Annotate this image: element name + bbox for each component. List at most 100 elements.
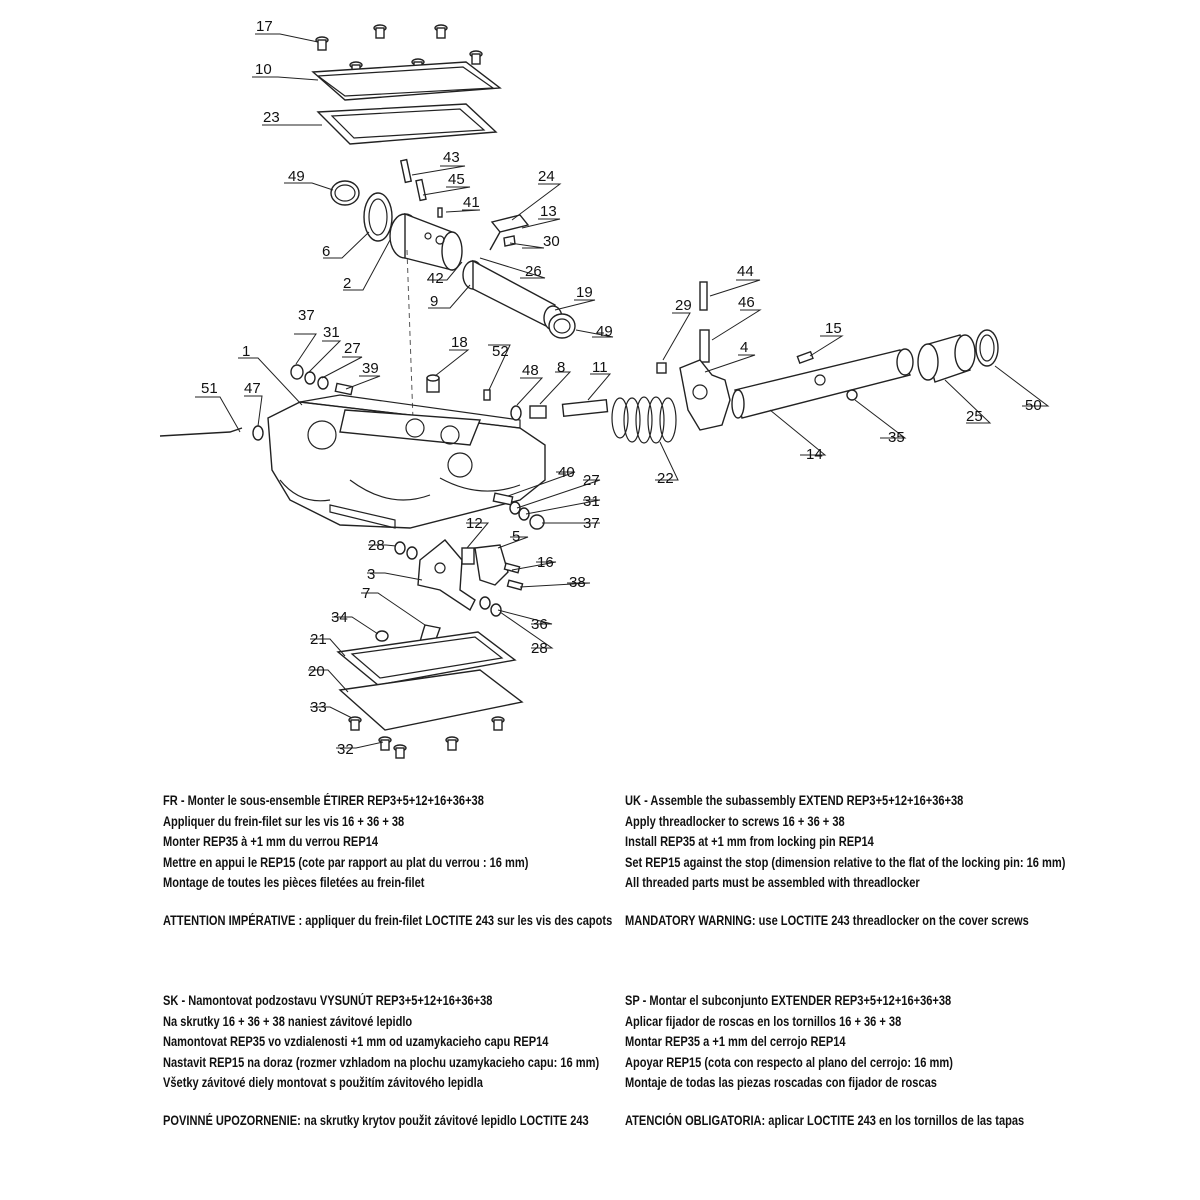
sk-warning: POVINNÉ UPOZORNENIE: na skrutky krytov p… <box>163 1113 589 1128</box>
callout-28: 28 <box>368 537 385 554</box>
callout-34: 34 <box>331 609 348 626</box>
callout-23: 23 <box>263 109 280 126</box>
callout-33: 33 <box>310 699 327 716</box>
bushing-25 <box>917 334 976 383</box>
uk-line-4: Set REP15 against the stop (dimension re… <box>625 854 1066 870</box>
callout-19: 19 <box>576 284 593 301</box>
pin-46 <box>699 329 710 363</box>
callout-13: 13 <box>540 203 557 220</box>
callout-50: 50 <box>1025 397 1042 414</box>
callout-27: 27 <box>344 340 361 357</box>
callout-5: 5 <box>512 528 520 545</box>
bolt-18 <box>426 374 440 393</box>
screw-35 <box>846 389 858 401</box>
pin-15 <box>796 350 814 365</box>
extend-subassembly <box>394 539 524 617</box>
callout-14: 14 <box>806 446 823 463</box>
callout-20: 20 <box>308 663 325 680</box>
callout-47: 47 <box>244 380 261 397</box>
sp-line-3: Montar REP35 a +1 mm del cerrojo REP14 <box>625 1034 846 1049</box>
bottom-gasket <box>336 631 517 686</box>
callout-26: 26 <box>525 263 542 280</box>
pins-43-45 <box>399 158 443 218</box>
callout-22: 22 <box>657 470 674 487</box>
callout-52: 52 <box>492 343 509 360</box>
uk-warning: MANDATORY WARNING: use LOCTITE 243 threa… <box>625 913 1029 928</box>
spring-8 <box>529 405 547 419</box>
callout-37b: 37 <box>583 515 600 532</box>
callout-37: 37 <box>298 307 315 324</box>
fr-line-4: Mettre en appui le REP15 (cote par rappo… <box>163 854 529 870</box>
fr-line-5: Montage de toutes les pièces filetées au… <box>163 875 425 890</box>
pin-52 <box>483 389 491 401</box>
callout-39: 39 <box>362 360 379 377</box>
uk-line-1: UK - Assemble the subassembly EXTEND REP… <box>625 793 964 808</box>
sk-line-4: Nastavit REP15 na doraz (rozmer vzhladom… <box>163 1054 600 1070</box>
rod-9 <box>462 259 576 339</box>
pin-44 <box>699 281 708 311</box>
callout-27b: 27 <box>583 472 600 489</box>
callout-numbers: 17 10 23 43 49 45 24 41 13 6 30 42 26 2 … <box>201 18 1042 758</box>
callout-17: 17 <box>256 18 273 35</box>
locking-pin-14 <box>731 348 914 419</box>
spring-ring-6 <box>363 192 393 242</box>
pin-11 <box>561 398 609 418</box>
washer-48 <box>510 405 522 421</box>
callout-32: 32 <box>337 741 354 758</box>
callout-10: 10 <box>255 61 272 78</box>
sp-line-2: Aplicar fijador de roscas en los tornill… <box>625 1013 902 1029</box>
callout-36: 36 <box>531 616 548 633</box>
main-body-frame <box>267 394 546 529</box>
callout-6: 6 <box>322 243 330 260</box>
callout-43: 43 <box>443 149 460 166</box>
callout-51: 51 <box>201 380 218 397</box>
sp-line-5: Montaje de todas las piezas roscadas con… <box>625 1075 937 1090</box>
sk-line-2: Na skrutky 16 + 36 + 38 naniest závitové… <box>163 1013 413 1029</box>
lever-24-13 <box>489 214 530 251</box>
callout-29: 29 <box>675 297 692 314</box>
callout-7: 7 <box>362 585 370 602</box>
seal-50 <box>975 329 999 367</box>
callout-49b: 49 <box>596 323 613 340</box>
callout-9: 9 <box>430 293 438 310</box>
sp-warning: ATENCIÓN OBLIGATORIA: aplicar LOCTITE 24… <box>625 1113 1025 1128</box>
callout-12: 12 <box>466 515 483 532</box>
callout-11: 11 <box>592 359 608 376</box>
callout-15: 15 <box>825 320 842 337</box>
sk-line-1: SK - Namontovat podzostavu VYSUNÚT REP3+… <box>163 993 493 1008</box>
sk-line-3: Namontovat REP35 vo vzdialenosti +1 mm o… <box>163 1034 549 1049</box>
fr-warning: ATTENTION IMPÉRATIVE : appliquer du frei… <box>163 913 613 928</box>
sp-line-1: SP - Montar el subconjunto EXTENDER REP3… <box>625 993 952 1008</box>
callout-42: 42 <box>427 270 444 287</box>
callout-48: 48 <box>522 362 539 379</box>
callout-41: 41 <box>463 194 480 211</box>
bottom-cover-plate <box>338 669 524 731</box>
callout-35: 35 <box>888 429 905 446</box>
handle-rod-51 <box>159 425 264 441</box>
callout-31b: 31 <box>583 493 600 510</box>
exploded-parts-diagram: 17 10 23 43 49 45 24 41 13 6 30 42 26 2 … <box>159 18 1050 759</box>
callout-18: 18 <box>451 334 468 351</box>
bracket-4 <box>679 359 731 431</box>
callout-3: 3 <box>367 566 375 583</box>
callout-44: 44 <box>737 263 754 280</box>
bushing-stack-left <box>290 364 354 396</box>
callout-25: 25 <box>966 408 983 425</box>
instructions-uk: UK - Assemble the subassembly EXTEND REP… <box>625 791 1066 894</box>
callout-46: 46 <box>738 294 755 311</box>
cover-screws-bottom <box>348 716 505 759</box>
fr-line-2: Appliquer du frein-filet sur les vis 16 … <box>163 813 405 829</box>
instructions-sp: SP - Montar el subconjunto EXTENDER REP3… <box>625 991 1010 1094</box>
uk-line-2: Apply threadlocker to screws 16 + 36 + 3… <box>625 813 845 829</box>
uk-line-5: All threaded parts must be assembled wit… <box>625 875 920 890</box>
callout-16: 16 <box>537 554 554 571</box>
callout-24: 24 <box>538 168 555 185</box>
sk-line-5: Všetky závitové diely montovat s použití… <box>163 1075 483 1090</box>
callout-38: 38 <box>569 574 586 591</box>
bushing-stack-right <box>492 492 545 530</box>
callout-40: 40 <box>558 464 575 481</box>
uk-line-3: Install REP35 at +1 mm from locking pin … <box>625 834 874 849</box>
callout-8: 8 <box>557 359 565 376</box>
instructions-sk: SK - Namontovat podzostavu VYSUNÚT REP3+… <box>163 991 600 1094</box>
callout-30: 30 <box>543 233 560 250</box>
